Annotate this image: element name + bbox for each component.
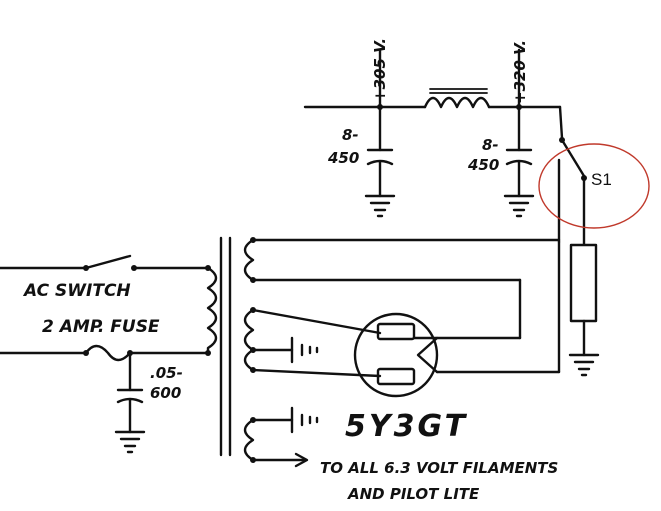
label-tube-type: 5Y3GT bbox=[345, 409, 468, 444]
filament-winding-6v3 bbox=[243, 406, 319, 468]
filter-capacitor-right bbox=[503, 105, 535, 218]
label-ac-switch: AC SWITCH bbox=[22, 281, 131, 301]
bleeder-resistor bbox=[568, 243, 600, 377]
rectifier-tube bbox=[353, 240, 561, 398]
s1-highlight-circle bbox=[538, 143, 650, 229]
label-cap-left-value-1: 8- bbox=[342, 126, 359, 144]
line-capacitor bbox=[114, 351, 146, 454]
label-320v: +320 V. bbox=[511, 40, 529, 104]
transformer-core bbox=[219, 236, 232, 457]
filter-capacitor-left bbox=[364, 105, 396, 218]
label-line-cap-2: 600 bbox=[150, 384, 181, 402]
label-cap-right-value-2: 450 bbox=[467, 156, 499, 174]
label-filaments-2: AND PILOT LITE bbox=[347, 485, 480, 503]
rectifier-filament-winding bbox=[243, 307, 382, 378]
switch-s1 bbox=[557, 137, 587, 246]
label-line-cap-1: .05- bbox=[150, 364, 183, 382]
label-fuse: 2 AMP. FUSE bbox=[42, 317, 160, 337]
label-s1: S1 bbox=[591, 170, 612, 189]
mains-input bbox=[0, 254, 211, 362]
label-cap-left-value-2: 450 bbox=[327, 149, 359, 167]
transformer-primary bbox=[206, 266, 218, 355]
label-cap-right-value-1: 8- bbox=[482, 136, 499, 154]
label-305v: +305 V. bbox=[371, 38, 389, 102]
label-filaments-1: TO ALL 6.3 VOLT FILAMENTS bbox=[320, 459, 558, 477]
b-plus-rail bbox=[303, 88, 564, 140]
hv-secondary bbox=[243, 237, 561, 340]
